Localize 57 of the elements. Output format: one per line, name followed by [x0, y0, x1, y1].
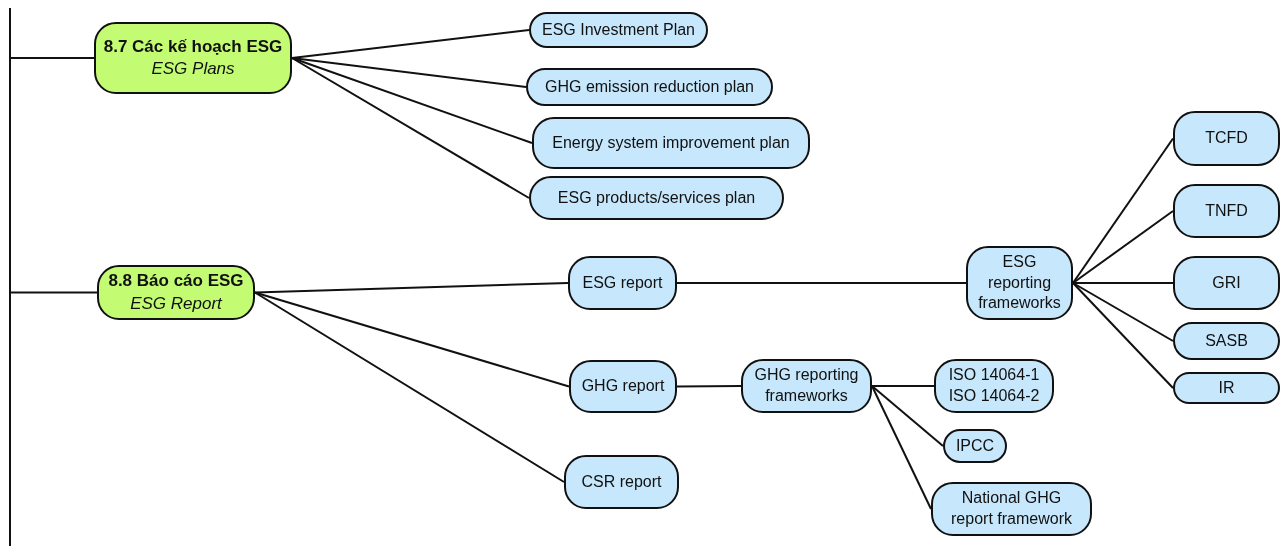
node-title: IR	[1218, 377, 1235, 398]
connector-line	[1072, 137, 1174, 284]
connector-line	[676, 282, 967, 284]
topic-box	[97, 265, 255, 320]
connector-line	[254, 291, 570, 388]
subtopic-box	[529, 176, 784, 220]
connector-line	[1072, 210, 1174, 284]
topic-box	[94, 22, 292, 94]
node-title: ESG products/services plan	[557, 187, 756, 208]
subtopic-box	[1173, 256, 1280, 310]
node-title: GHG emission reduction plan	[545, 76, 754, 97]
node-title: TCFD	[1205, 128, 1248, 149]
subtopic-box	[568, 256, 677, 310]
subtopic-box	[569, 360, 677, 413]
node-title: ESG reporting frameworks	[977, 251, 1062, 314]
node-title: GHG reporting frameworks	[753, 365, 860, 406]
connector-line	[871, 385, 944, 447]
node-title: 8.7 Các kế hoạch ESG	[103, 35, 283, 58]
subtopic-box	[1173, 184, 1280, 238]
subtopic-box	[934, 359, 1054, 413]
subtopic-box	[966, 246, 1073, 320]
subtopic-box	[1173, 372, 1280, 404]
connector-line	[9, 291, 98, 294]
subtopic-box	[1173, 111, 1280, 166]
connector-line	[871, 385, 932, 510]
connector-line	[291, 57, 530, 199]
subtopic-box	[529, 12, 708, 48]
connector-line	[1072, 282, 1174, 389]
subtopic-box	[532, 117, 810, 169]
node-title: GRI	[1212, 272, 1241, 293]
subtopic-box	[1173, 322, 1280, 360]
connector-line	[254, 282, 569, 294]
connector-line	[1072, 282, 1174, 284]
node-title: ISO 14064-1 ISO 14064-2	[947, 365, 1041, 406]
node-title: Energy system improvement plan	[552, 132, 790, 153]
node-subtitle: ESG Plans	[151, 58, 235, 80]
connector-line	[254, 291, 565, 483]
subtopic-box	[741, 359, 872, 413]
subtopic-box	[526, 68, 773, 106]
node-subtitle: ESG Report	[130, 292, 222, 315]
subtopic-box	[564, 455, 679, 509]
connector-line	[676, 385, 742, 388]
node-title: 8.8 Báo cáo ESG	[108, 270, 244, 293]
node-title: SASB	[1205, 330, 1248, 351]
connector-line	[9, 57, 95, 59]
node-title: CSR report	[581, 471, 662, 492]
connector-line	[871, 385, 935, 387]
subtopic-box	[931, 482, 1092, 536]
node-title: GHG report	[581, 376, 665, 397]
subtopic-box	[943, 429, 1007, 463]
node-title: IPCC	[955, 435, 995, 456]
connector-line	[291, 57, 533, 144]
node-title: TNFD	[1205, 200, 1248, 221]
node-title: National GHG report framework	[950, 488, 1073, 529]
node-title: ESG report	[582, 272, 663, 293]
connector-line	[1072, 282, 1174, 342]
node-title: ESG Investment Plan	[542, 19, 695, 40]
